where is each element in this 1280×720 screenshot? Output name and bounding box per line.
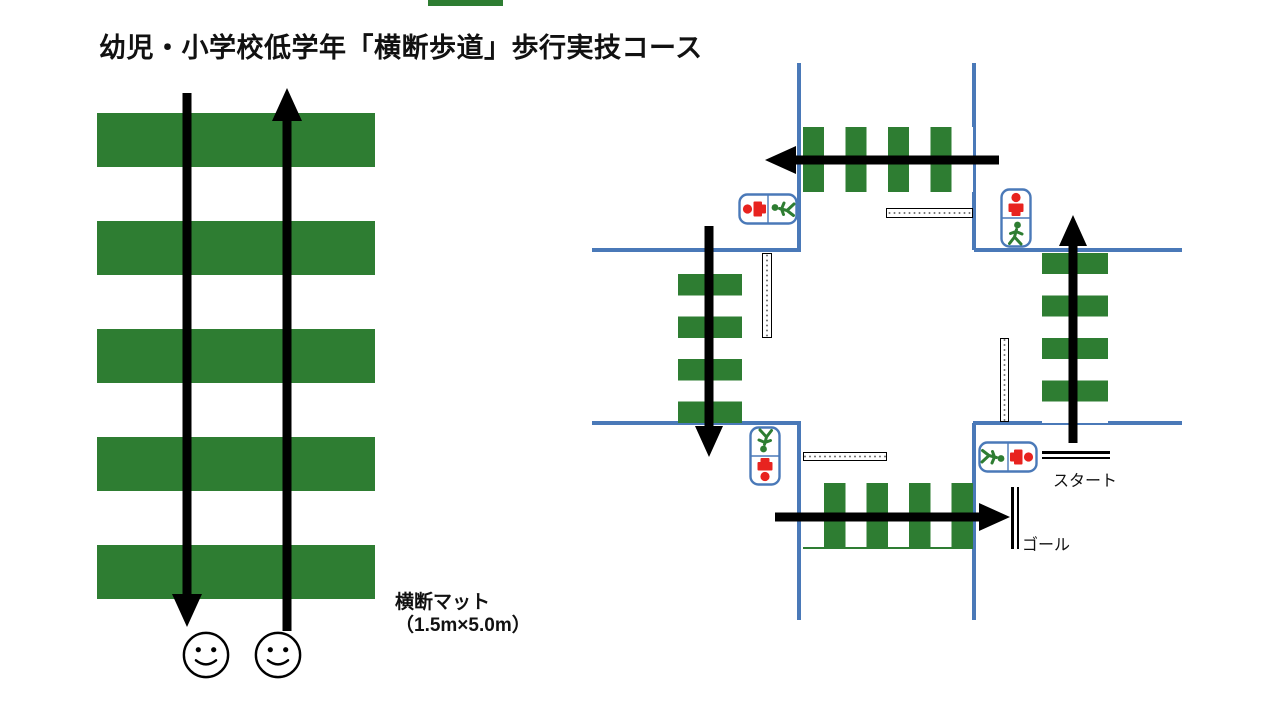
pedestrian-signal-southeast bbox=[978, 441, 1038, 473]
green-walking-person-icon bbox=[757, 428, 773, 453]
page-title: 幼児・小学校低学年「横断歩道」歩行実技コース bbox=[99, 33, 703, 63]
start-label: スタート bbox=[1053, 473, 1118, 490]
red-standing-person-icon bbox=[1008, 192, 1024, 216]
goal-label: ゴール bbox=[1022, 537, 1071, 554]
start-line bbox=[1042, 457, 1110, 459]
stop-line-marker-right bbox=[1000, 338, 1009, 422]
smiley-face-icon bbox=[254, 631, 302, 679]
mat-label-line2: （1.5m×5.0m） bbox=[395, 615, 531, 636]
pedestrian-signal-northwest bbox=[738, 193, 798, 225]
route-arrow-down-left bbox=[695, 226, 723, 457]
green-walking-person-icon bbox=[1008, 221, 1024, 246]
pedestrian-signal-northeast bbox=[1000, 188, 1032, 248]
red-standing-person-icon bbox=[1010, 449, 1034, 465]
route-arrow-left-top bbox=[765, 146, 999, 174]
mat-label: 横断マット （1.5m×5.0m） bbox=[395, 591, 531, 637]
red-standing-person-icon bbox=[757, 458, 773, 482]
start-line bbox=[1042, 451, 1110, 454]
goal-line bbox=[1017, 487, 1019, 549]
road-edge-east-top bbox=[974, 248, 1182, 252]
stop-line-marker-bottom bbox=[803, 452, 887, 461]
mat-label-line1: 横断マット bbox=[395, 592, 491, 613]
stop-line-marker-top bbox=[886, 208, 973, 218]
smiley-face-icon bbox=[182, 631, 230, 679]
pedestrian-signal-southwest bbox=[749, 426, 781, 486]
road-edge-west-top bbox=[592, 248, 801, 252]
crossing-mat bbox=[97, 113, 375, 599]
route-arrow-up-right bbox=[1059, 215, 1087, 443]
road-edge-west-bottom bbox=[592, 421, 801, 425]
mat-up-arrow bbox=[272, 88, 302, 631]
clipped-green-shape bbox=[428, 0, 503, 6]
mat-down-arrow bbox=[172, 93, 202, 627]
stop-line-marker-left bbox=[762, 253, 772, 338]
goal-line bbox=[1011, 487, 1014, 549]
red-standing-person-icon bbox=[742, 201, 766, 217]
green-walking-person-icon bbox=[980, 449, 1005, 465]
route-arrow-right-bottom bbox=[775, 503, 1010, 531]
green-walking-person-icon bbox=[771, 201, 796, 217]
